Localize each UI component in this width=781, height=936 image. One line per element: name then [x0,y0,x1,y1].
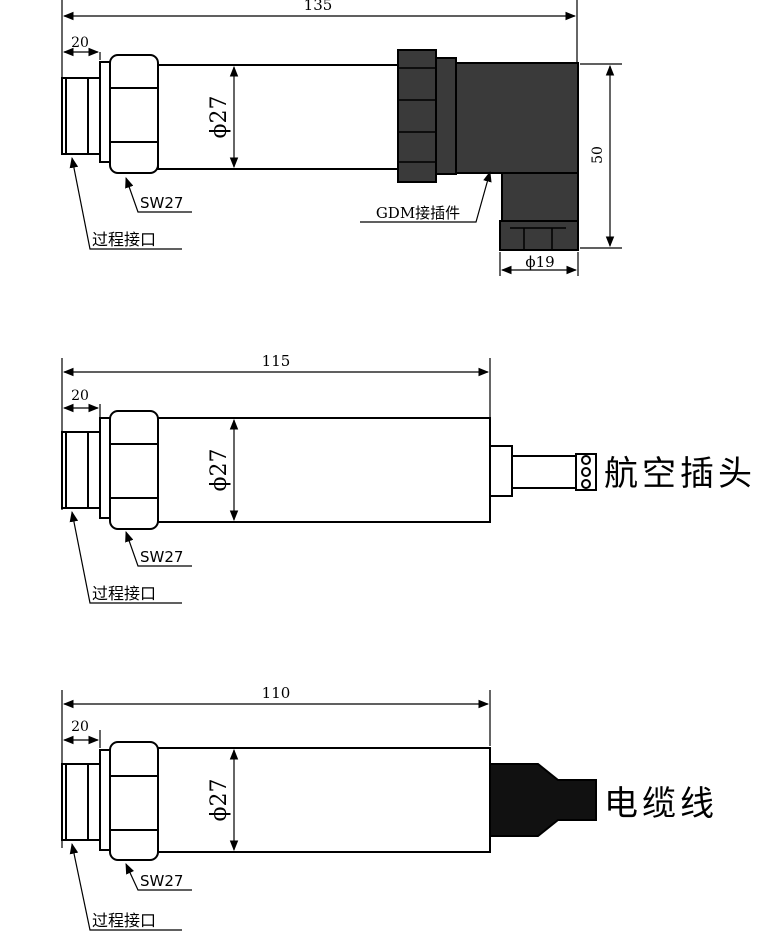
connector-label: GDM接插件 [376,204,460,222]
hex-nut [109,410,159,530]
dim-length-label: 110 [262,684,291,702]
aviation-plug [489,445,513,497]
gdm-housing [455,62,579,174]
dim-thread-label: 20 [71,388,89,404]
process-label: 过程接口 [92,584,156,603]
connector-label: 航空插头 [604,454,756,494]
hex-label: SW27 [140,194,183,212]
drawing-aviation: 115 20 ϕ27 航空插头 SW27 过程接口 [61,352,756,604]
dim-length-label: 115 [262,352,291,370]
cable-gland [489,763,597,837]
sensor-body [157,417,491,523]
drawing-cable: 110 20 ϕ27 电缆线 SW27 过程接口 [61,684,718,931]
sensor-body [157,64,399,170]
dim-thread-label: 20 [71,719,89,735]
drawing-gdm: 135 20 ϕ27 50 [61,0,622,276]
thread-fitting [61,77,101,155]
dim-connector-diameter-label: ϕ19 [525,253,554,271]
dim-length-label: 135 [304,0,333,14]
connector-label: 电缆线 [604,784,718,824]
dim-thread-label: 20 [71,35,89,51]
gdm-plug [499,220,579,251]
dim-diameter-label: ϕ27 [207,449,232,492]
dim-diameter-label: ϕ27 [207,96,232,139]
sensor-body [157,747,491,853]
hex-nut [109,741,159,861]
process-label: 过程接口 [92,911,156,930]
hex-label: SW27 [140,548,183,566]
hex-label: SW27 [140,872,183,890]
dim-diameter-label: ϕ27 [207,779,232,822]
process-label: 过程接口 [92,230,156,249]
thread-fitting [61,763,101,841]
thread-fitting [61,431,101,509]
hex-nut [109,54,159,174]
dim-height-label: 50 [590,146,606,164]
